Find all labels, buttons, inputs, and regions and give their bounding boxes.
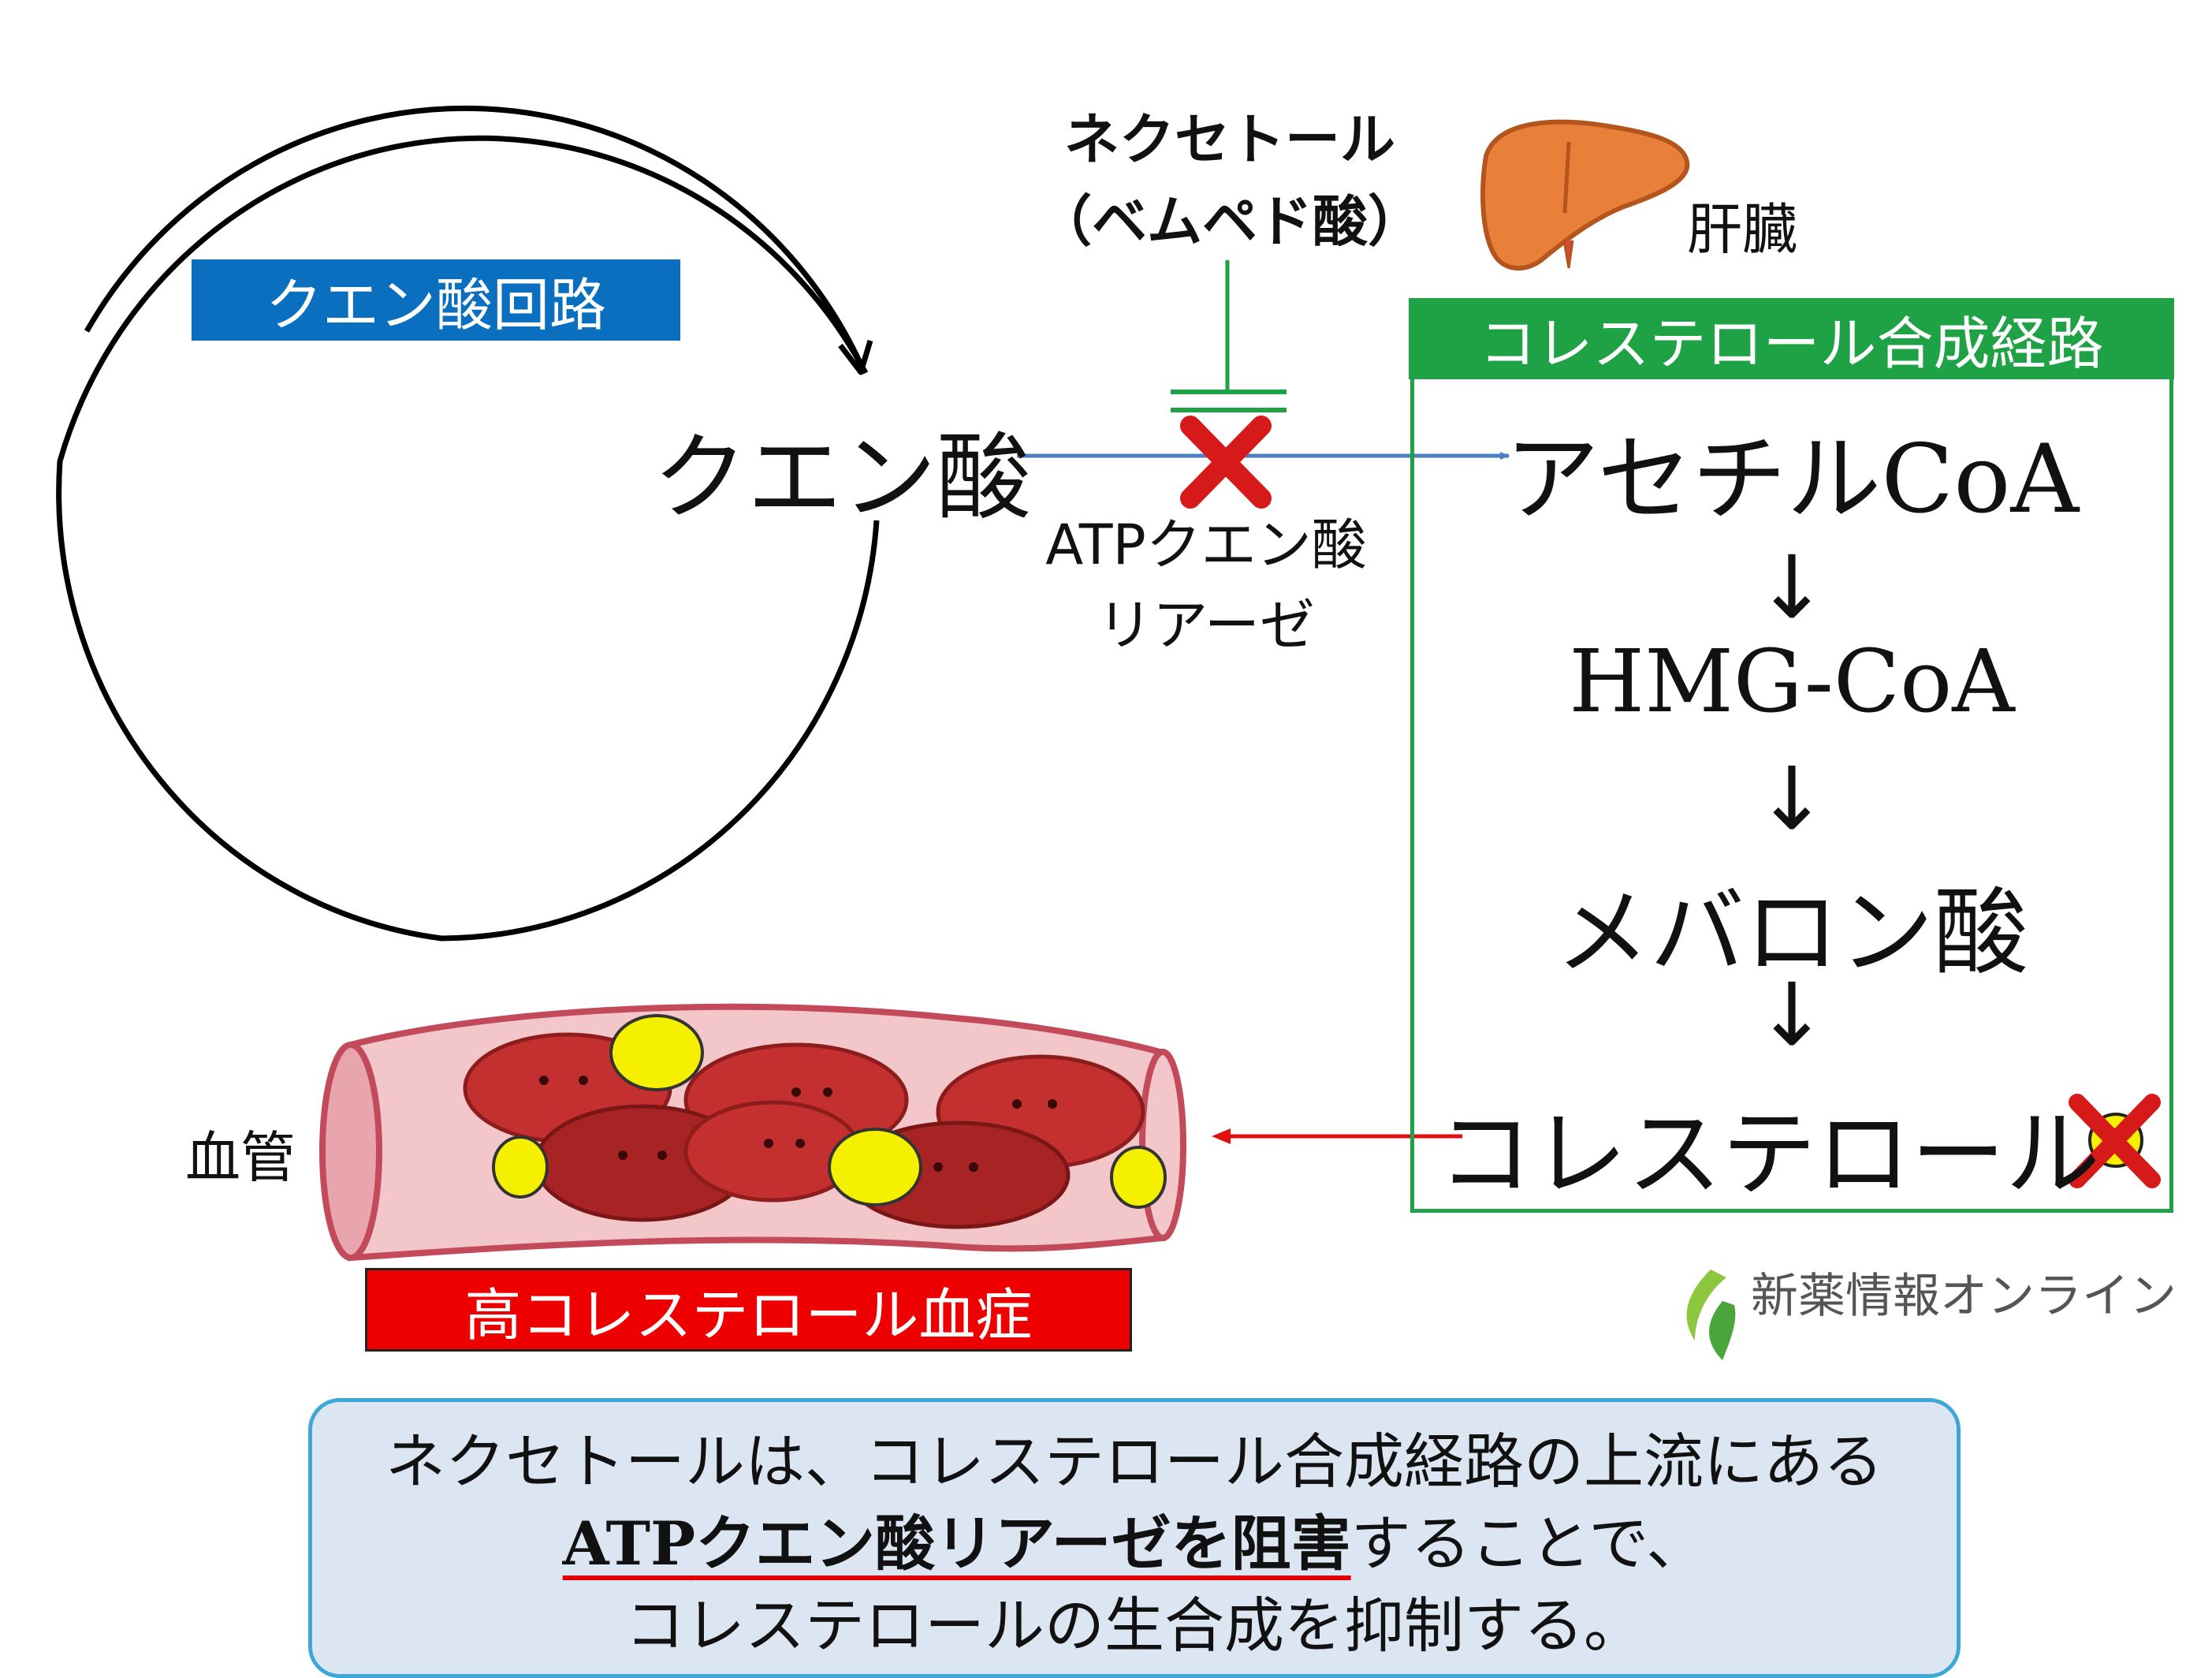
brand-name: 新薬情報オンライン bbox=[1751, 1269, 2177, 1324]
citric-acid-label: クエン酸 bbox=[653, 423, 1031, 533]
vessel-label: 血管 bbox=[185, 1125, 296, 1190]
pathway-box bbox=[1410, 378, 2173, 1213]
step-arrow-1: ↓ bbox=[1755, 537, 1829, 638]
inhibitor-name: ネクセトール bbox=[1064, 107, 1395, 172]
cycle-arrowhead bbox=[838, 339, 873, 375]
summary-highlight-text: クエン酸リアーゼを阻害 bbox=[695, 1508, 1351, 1579]
brand: 新薬情報オンライン bbox=[1667, 1258, 2177, 1326]
blood-vessel bbox=[319, 1003, 1186, 1262]
liver-label: 肝臓 bbox=[1687, 197, 1797, 262]
step-arrow-3: ↓ bbox=[1755, 964, 1829, 1065]
summary-line2-rest: することで、 bbox=[1350, 1508, 1707, 1579]
summary-box: ネクセトールは、コレステロール合成経路の上流にある ATPクエン酸リアーゼを阻害… bbox=[308, 1398, 1961, 1678]
enzyme-line1: ATPクエン酸 bbox=[1045, 513, 1367, 577]
enzyme-line2: リアーゼ bbox=[1097, 593, 1315, 658]
cycle-arc-top bbox=[84, 105, 864, 366]
brand-logo-icon bbox=[1686, 1270, 1736, 1360]
step-mevalonic-acid: メバロン酸 bbox=[1555, 878, 2028, 988]
summary-highlight-atp: ATP bbox=[562, 1508, 696, 1579]
step-hmg-coa: HMG-CoA bbox=[1569, 631, 2015, 732]
summary-line1: ネクセトールは、コレステロール合成経路の上流にある bbox=[385, 1426, 1883, 1497]
cycle-arc-upper bbox=[56, 135, 880, 942]
step-cholesterol: コレステロール bbox=[1438, 1100, 2100, 1210]
liver-icon bbox=[1480, 119, 1690, 271]
cycle-label: クエン酸回路 bbox=[192, 259, 680, 341]
summary-line2: ATPクエン酸リアーゼを阻害することで、 bbox=[312, 1503, 1957, 1585]
enzyme-label: ATPクエン酸 リアーゼ bbox=[978, 505, 1435, 666]
summary-highlight: ATPクエン酸リアーゼを阻害 bbox=[563, 1508, 1351, 1579]
step-arrow-2: ↓ bbox=[1755, 748, 1829, 849]
disease-label: 高コレステロール血症 bbox=[365, 1268, 1132, 1352]
inhibitor-label: ネクセトール （ベムペド酸） bbox=[1001, 99, 1458, 263]
step-acetyl-coa: アセチルCoA bbox=[1504, 425, 2080, 535]
inhibitor-generic: （ベムペド酸） bbox=[1037, 189, 1423, 254]
summary-line3: コレステロールの生合成を抑制する。 bbox=[625, 1590, 1644, 1661]
cholesterol-block-x bbox=[2069, 1094, 2161, 1188]
pathway-header: コレステロール合成経路 bbox=[1409, 298, 2174, 379]
enzyme-block-x bbox=[1180, 416, 1272, 509]
